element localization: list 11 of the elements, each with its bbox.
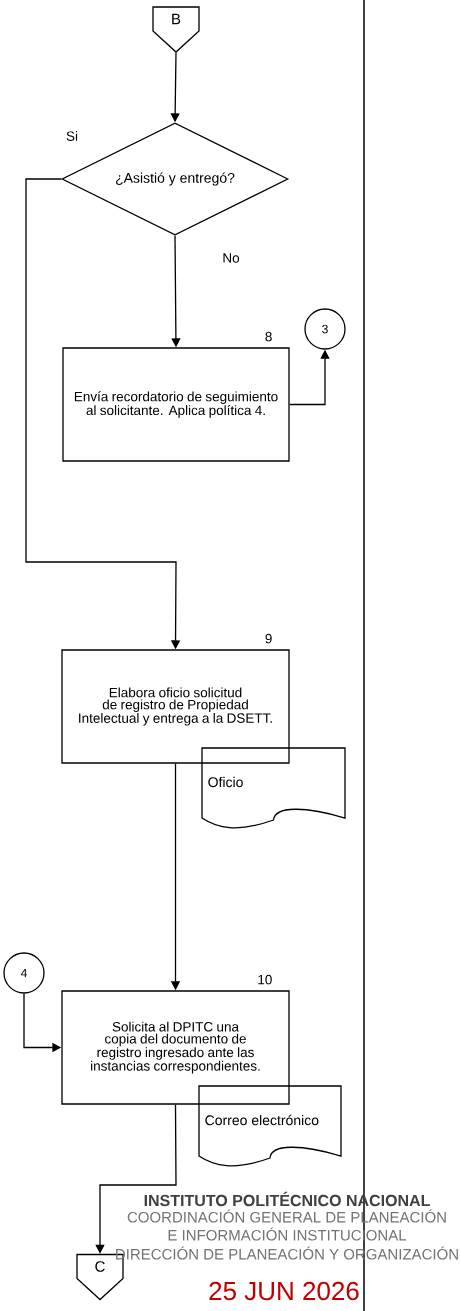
arrow — [95, 1104, 177, 1254]
edge-label: Si — [65, 130, 79, 142]
off-page-connector: B — [152, 6, 200, 53]
step-number: 8 — [265, 331, 272, 342]
step-number: 10 — [258, 974, 272, 985]
process-box: Solicita al DPITC una copia del documento de registro ingresado ante las instancias correspondientes. — [61, 990, 290, 1105]
process-box: Elabora oficio solicitud de registro de Propiedad Intelectual y entrega a la DSETT. — [61, 649, 290, 764]
edge-label: No — [221, 252, 241, 264]
process-box: Envía recordatorio de seguimiento al solicitante. Aplica política 4. — [62, 347, 290, 462]
step-number: 9 — [265, 633, 272, 644]
stamp-date: 25 JUN 2026 — [209, 1281, 359, 1301]
